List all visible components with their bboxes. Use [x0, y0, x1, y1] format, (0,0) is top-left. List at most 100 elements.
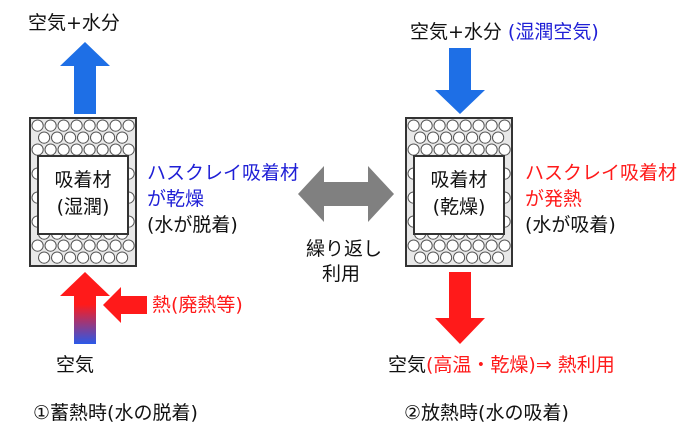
adsorbent-bead	[70, 143, 83, 156]
left-material-state: (湿潤)	[56, 196, 110, 218]
adsorbent-bead	[103, 251, 116, 264]
adsorbent-bead	[433, 143, 446, 156]
adsorbent-bead	[485, 119, 498, 132]
right-top-label-note: (湿潤空気)	[507, 21, 599, 43]
adsorbent-bead	[446, 143, 459, 156]
right-bottom-prefix: 空気	[388, 354, 427, 376]
left-material-name: 吸着材	[54, 169, 112, 191]
right-material-name: 吸着材	[430, 169, 488, 191]
right-caption: ②放熱時(水の吸着)	[404, 402, 569, 424]
adsorbent-bead	[103, 131, 116, 144]
adsorbent-bead	[440, 251, 453, 264]
right-desc-line1: ハスクレイ吸着材	[525, 162, 678, 184]
left-up-arrow	[60, 42, 110, 114]
adsorbent-bead	[90, 131, 103, 144]
adsorbent-bead	[96, 239, 109, 252]
adsorbent-bead	[407, 143, 420, 156]
adsorbent-bead	[446, 119, 459, 132]
adsorbent-bead	[459, 239, 472, 252]
right-bottom-note: (高温・乾燥)⇒ 熱利用	[426, 354, 615, 376]
right-material-box: 吸着材 (乾燥)	[413, 155, 505, 235]
adsorbent-bead	[407, 119, 420, 132]
adsorbent-bead	[31, 239, 44, 252]
right-adsorbent-column: 吸着材 (乾燥)	[405, 117, 513, 267]
adsorbent-bead	[38, 251, 51, 264]
adsorbent-bead	[64, 131, 77, 144]
adsorbent-bead	[459, 119, 472, 132]
adsorbent-bead	[433, 119, 446, 132]
right-down-arrow	[435, 48, 485, 114]
left-desc-line1: ハスクレイ吸着材	[147, 162, 300, 184]
repeat-double-arrow	[298, 166, 394, 222]
adsorbent-bead	[453, 251, 466, 264]
heat-label: 熱(廃熱等)	[152, 294, 243, 316]
adsorbent-bead	[420, 143, 433, 156]
adsorbent-bead	[116, 251, 129, 264]
adsorbent-bead	[414, 251, 427, 264]
adsorbent-bead	[77, 131, 90, 144]
right-top-label-main: 空気+水分	[410, 21, 502, 43]
adsorbent-bead	[427, 131, 440, 144]
repeat-label-line2: 利用	[322, 263, 361, 285]
adsorbent-bead	[64, 251, 77, 264]
adsorbent-bead	[492, 251, 505, 264]
left-adsorbent-column: 吸着材 (湿潤)	[29, 117, 137, 267]
adsorbent-bead	[70, 119, 83, 132]
adsorbent-bead	[485, 143, 498, 156]
adsorbent-bead	[414, 131, 427, 144]
adsorbent-bead	[116, 131, 129, 144]
adsorbent-bead	[51, 131, 64, 144]
adsorbent-bead	[446, 239, 459, 252]
adsorbent-bead	[440, 131, 453, 144]
adsorbent-bead	[83, 239, 96, 252]
adsorbent-bead	[122, 143, 135, 156]
adsorbent-bead	[51, 251, 64, 264]
adsorbent-bead	[122, 119, 135, 132]
right-material-state: (乾燥)	[432, 196, 486, 218]
left-material-box: 吸着材 (湿潤)	[37, 155, 129, 235]
left-top-label: 空気+水分	[28, 12, 120, 34]
left-desc-line2: が乾燥	[147, 188, 205, 210]
adsorbent-bead	[31, 119, 44, 132]
adsorbent-bead	[83, 143, 96, 156]
right-outflow-arrow	[435, 272, 485, 344]
adsorbent-bead	[479, 251, 492, 264]
adsorbent-bead	[433, 239, 446, 252]
adsorbent-bead	[498, 239, 511, 252]
adsorbent-bead	[44, 119, 57, 132]
adsorbent-bead	[57, 119, 70, 132]
adsorbent-bead	[472, 239, 485, 252]
right-top-label: 空気+水分(湿潤空気)	[410, 21, 599, 43]
adsorbent-bead	[472, 119, 485, 132]
adsorbent-bead	[77, 251, 90, 264]
adsorbent-bead	[109, 143, 122, 156]
adsorbent-bead	[57, 239, 70, 252]
right-desc-line3: (水が吸着)	[525, 214, 616, 236]
adsorbent-bead	[31, 143, 44, 156]
left-desc-line3: (水が脱着)	[147, 214, 238, 236]
adsorbent-bead	[485, 239, 498, 252]
adsorbent-bead	[453, 131, 466, 144]
right-desc-line2: が発熱	[525, 188, 583, 210]
adsorbent-bead	[44, 239, 57, 252]
adsorbent-bead	[70, 239, 83, 252]
adsorbent-bead	[479, 131, 492, 144]
left-inflow-arrow	[60, 272, 110, 344]
adsorbent-bead	[420, 239, 433, 252]
adsorbent-bead	[44, 143, 57, 156]
right-bottom-label: 空気(高温・乾燥)⇒ 熱利用	[388, 354, 615, 376]
left-bottom-label: 空気	[56, 354, 95, 376]
adsorbent-bead	[459, 143, 472, 156]
adsorbent-bead	[96, 143, 109, 156]
adsorbent-bead	[96, 119, 109, 132]
adsorbent-bead	[420, 119, 433, 132]
adsorbent-bead	[38, 131, 51, 144]
repeat-label-line1: 繰り返し	[306, 238, 383, 260]
adsorbent-bead	[472, 143, 485, 156]
adsorbent-bead	[466, 131, 479, 144]
adsorbent-bead	[57, 143, 70, 156]
adsorbent-bead	[90, 251, 103, 264]
adsorbent-bead	[83, 119, 96, 132]
adsorbent-bead	[427, 251, 440, 264]
adsorbent-bead	[407, 239, 420, 252]
